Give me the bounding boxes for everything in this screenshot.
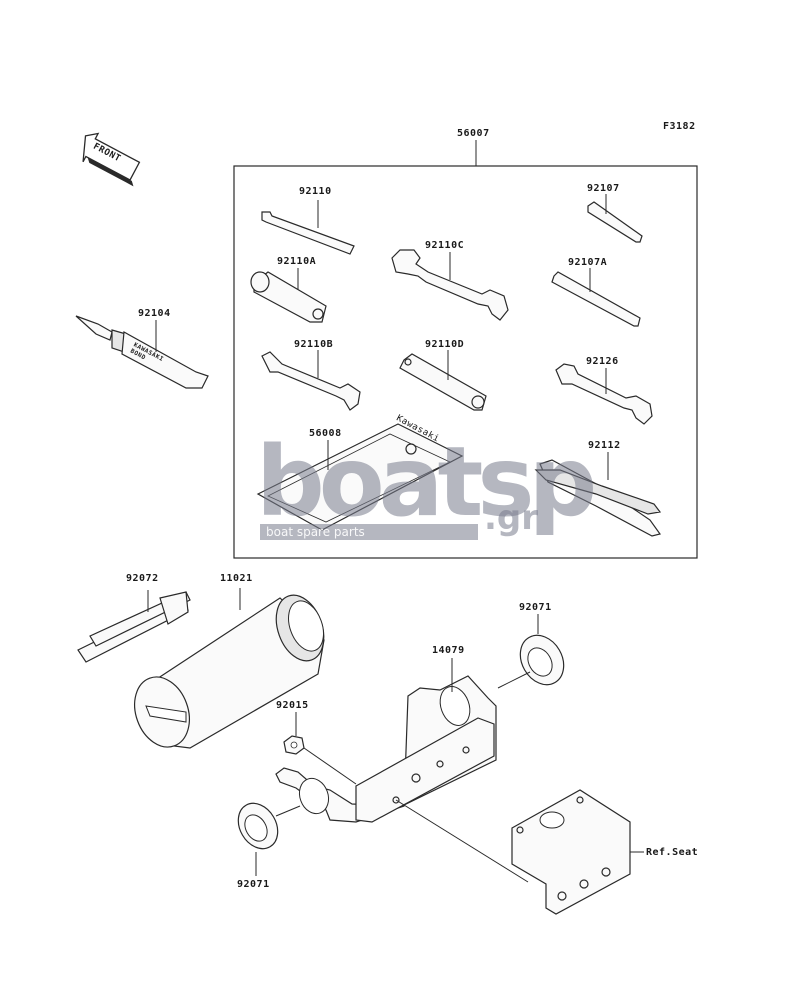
- watermark-tagline: boat spare parts: [260, 524, 478, 540]
- wrench-c-icon: [391, 249, 509, 321]
- plug-wrench-icon: [250, 268, 327, 323]
- wrench-92126-icon: [555, 363, 653, 425]
- label-92110D: 92110D: [425, 339, 465, 350]
- strap-icon: [77, 590, 191, 663]
- label-92071-bottom: 92071: [237, 879, 270, 890]
- label-92015: 92015: [276, 700, 309, 711]
- label-11021: 11021: [220, 573, 253, 584]
- screwdriver-a-icon: [551, 268, 641, 327]
- label-92126: 92126: [586, 356, 619, 367]
- label-92110A: 92110A: [277, 256, 317, 267]
- label-92110C: 92110C: [425, 240, 465, 251]
- label-92107A: 92107A: [568, 257, 608, 268]
- label-92107: 92107: [587, 183, 620, 194]
- label-92104: 92104: [138, 308, 171, 319]
- allen-key-icon: [261, 200, 355, 255]
- pliers-icon: [534, 452, 662, 537]
- label-92110B: 92110B: [294, 339, 334, 350]
- label-14079: 14079: [432, 645, 465, 656]
- screwdriver-icon: [587, 194, 643, 243]
- tool-pouch-icon: [256, 423, 464, 531]
- wrench-b-icon: [261, 350, 361, 411]
- label-56007: 56007: [457, 128, 490, 139]
- label-92072: 92072: [126, 573, 159, 584]
- label-92110: 92110: [299, 186, 332, 197]
- label-ref-seat: Ref.Seat: [646, 847, 699, 858]
- watermark-domain: .gr: [484, 498, 539, 538]
- label-92071-top: 92071: [519, 602, 552, 613]
- figure-code: F3182: [663, 121, 696, 132]
- label-92112: 92112: [588, 440, 621, 451]
- kit-frame: [233, 165, 698, 559]
- bracket-icon: [275, 658, 531, 823]
- nut-icon: [283, 712, 357, 785]
- rod-d-icon: [399, 350, 487, 411]
- seat-plate-icon: [395, 789, 644, 915]
- grommet-top-icon: [519, 614, 565, 686]
- bond-tube-icon: [75, 315, 209, 389]
- tool-case-icon: [134, 588, 325, 749]
- front-arrow-icon: [82, 132, 141, 187]
- grommet-bottom-icon: [237, 802, 301, 876]
- label-56008: 56008: [309, 428, 342, 439]
- watermark-brand: boatsp: [256, 426, 597, 538]
